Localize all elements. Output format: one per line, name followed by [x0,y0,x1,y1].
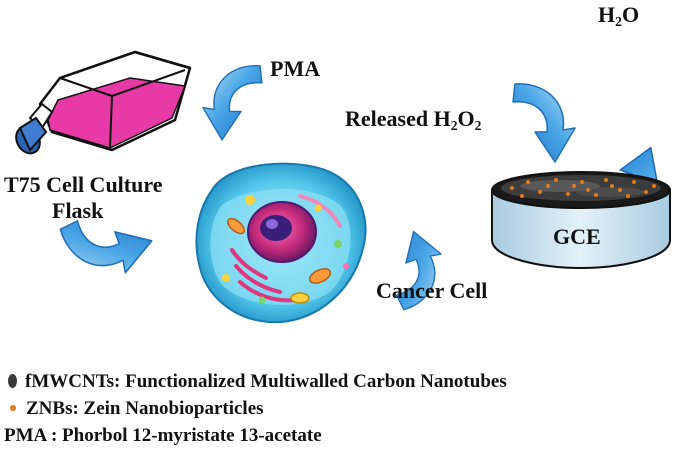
pma-label: PMA [270,56,321,81]
t75-flask-icon [15,50,192,155]
legend-fmwcnt: fMWCNTs: Functionalized Multiwalled Carb… [4,371,507,393]
cnt-marker-icon [8,374,17,388]
curved-arrow-icon [202,64,263,141]
legend-znb: ZNBs: Zein Nanobioparticles [4,398,264,420]
flask-label-line1: T75 Cell Culture [4,172,163,197]
znb-marker-icon [10,405,16,411]
released-h2o2-label: Released H2O2 [345,106,482,133]
cancer-cell-icon [195,162,367,324]
cancer-cell-label: Cancer Cell [376,278,488,303]
flask-label-line2: Flask [52,198,104,223]
gce-electrode-icon [491,171,671,270]
h2o-label: H2O [598,2,640,29]
gce-label: GCE [553,224,601,249]
curved-arrow-icon [512,83,576,163]
legend-pma: PMA : Phorbol 12-myristate 13-acetate [4,425,322,446]
